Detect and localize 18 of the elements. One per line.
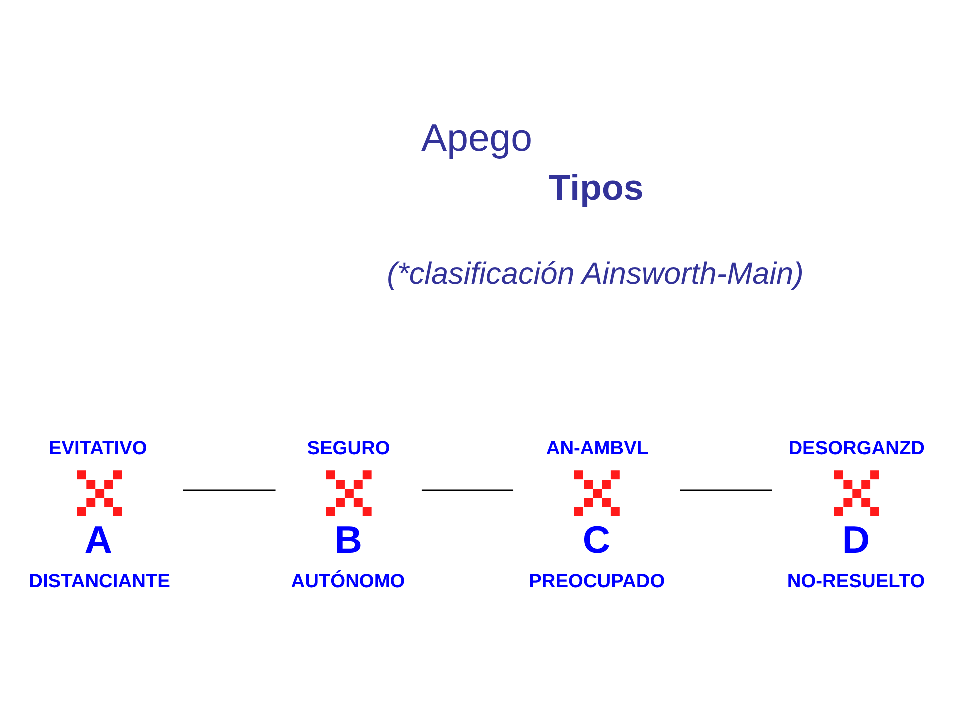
node-label: A <box>84 519 112 562</box>
node-label: PREOCUPADO <box>529 572 666 593</box>
connector <box>422 490 514 492</box>
node-label: SEGURO <box>307 438 390 460</box>
node-label: D <box>842 519 870 562</box>
node-label: DISTANCIANTE <box>29 572 170 593</box>
connector <box>680 490 772 492</box>
node-label: EVITATIVO <box>48 438 148 460</box>
node-label: DESORGANZD <box>788 438 926 460</box>
node-label: C <box>582 519 611 562</box>
label: (*clasificación Ainsworth-Main) <box>387 256 804 292</box>
node-label: AN-AMBVL <box>546 438 649 460</box>
node-label: NO-RESUELTO <box>787 572 926 593</box>
node-label: AUTÓNOMO <box>291 572 406 593</box>
label: Tipos <box>548 168 644 208</box>
node-label: B <box>334 519 362 562</box>
connector <box>183 490 276 492</box>
diagram-title: Apego <box>422 116 532 160</box>
